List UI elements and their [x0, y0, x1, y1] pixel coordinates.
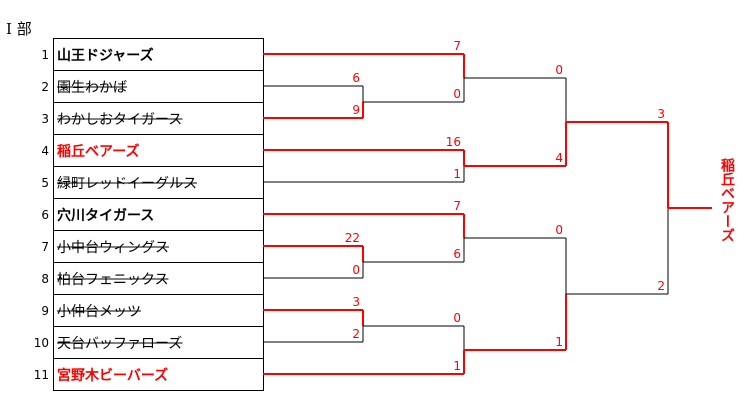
r2-4v5-score-bottom: 1	[453, 167, 461, 181]
r2-1vW-score-bottom: 0	[453, 87, 461, 101]
sf-top-score-top: 0	[555, 63, 563, 77]
seed-number: 10	[34, 336, 49, 350]
seed-number: 3	[41, 112, 49, 126]
seed-number: 7	[41, 240, 49, 254]
sf-top-score-bottom: 4	[555, 151, 563, 165]
division-heading: Ⅰ 部	[6, 20, 32, 38]
team-name: 宮野木ビーバーズ	[57, 367, 168, 384]
sf-bottom-score-bottom: 1	[555, 335, 563, 349]
seed-number: 9	[41, 304, 49, 318]
r1-7v8-score-top: 22	[345, 231, 360, 245]
final-score-bottom: 2	[657, 279, 665, 293]
seed-number: 2	[41, 80, 49, 94]
r2-Wv11-score-top: 0	[453, 311, 461, 325]
r1-9v10-score-top: 3	[352, 295, 360, 309]
r2-6vW-score-bottom: 6	[453, 247, 461, 261]
team-name: わかしおタイガース	[57, 112, 182, 128]
team-name: 園生わかば	[57, 80, 127, 96]
r2-1vW-score-top: 7	[453, 39, 461, 53]
r1-7v8-score-bottom: 0	[352, 263, 360, 277]
r2-Wv11-score-bottom: 1	[453, 359, 461, 373]
seed-number: 8	[41, 272, 49, 286]
sf-bottom-score-top: 0	[555, 223, 563, 237]
seed-number: 6	[41, 208, 49, 222]
seed-number: 11	[34, 368, 49, 382]
team-name: 緑町レッドイーグルス	[57, 176, 197, 192]
r2-4v5-score-top: 16	[446, 135, 461, 149]
team-name: 穴川タイガース	[57, 207, 154, 224]
team-name: 柏台フェニックス	[57, 272, 169, 288]
team-box	[53, 358, 264, 391]
champion-label: 稲丘ベアーズ	[719, 158, 735, 242]
team-name: 小中台ウィングス	[57, 240, 169, 256]
team-name: 小仲台メッツ	[57, 304, 141, 320]
r2-6vW-score-top: 7	[453, 199, 461, 213]
team-name: 山王ドジャーズ	[57, 47, 154, 64]
team-name: 天台バッファローズ	[57, 336, 182, 352]
r1-9v10-score-bottom: 2	[352, 327, 360, 341]
team-name: 稲丘ベアーズ	[57, 143, 139, 160]
r1-2v3-score-bottom: 9	[352, 103, 360, 117]
final-score-top: 3	[657, 107, 665, 121]
seed-number: 5	[41, 176, 49, 190]
seed-number: 1	[41, 48, 49, 62]
seed-number: 4	[41, 144, 49, 158]
r1-2v3-score-top: 6	[352, 71, 360, 85]
